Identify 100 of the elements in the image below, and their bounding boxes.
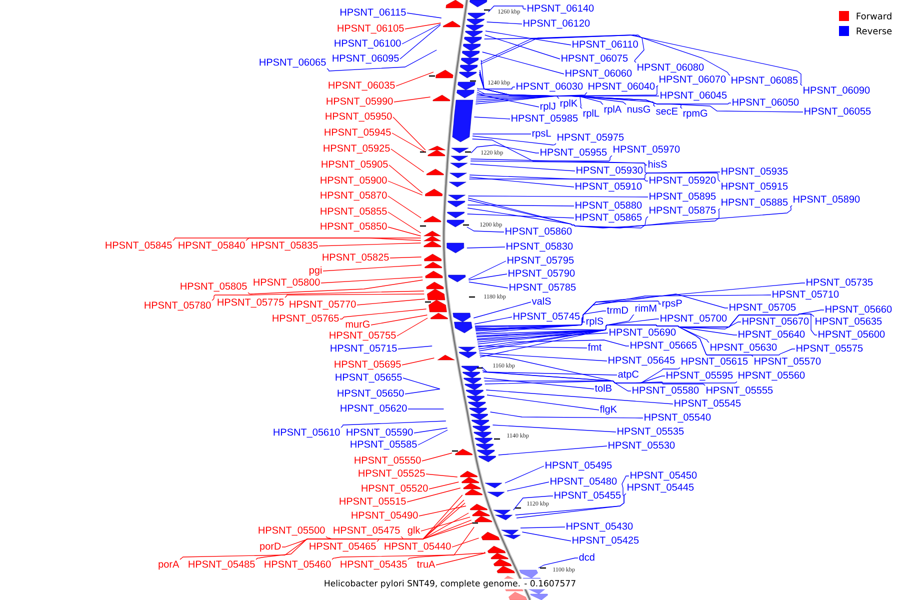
leader-line — [484, 34, 560, 60]
leader-line — [475, 294, 772, 332]
gene-label: HPSNT_06095 — [332, 54, 399, 64]
leader-line — [326, 50, 437, 72]
leader-line — [514, 476, 630, 516]
gene-label: HPSNT_05955 — [540, 148, 607, 158]
gene-label: HPSNT_05975 — [558, 134, 624, 143]
gene-label: HPSNT_05710 — [772, 290, 839, 300]
leader-line — [388, 164, 423, 194]
gene-label: HPSNT_05695 — [334, 360, 401, 370]
gene-label: HPSNT_06115 — [340, 8, 406, 18]
leader-line — [370, 314, 428, 326]
gene-label: HPSNT_05850 — [320, 222, 387, 232]
leader-line — [478, 74, 804, 112]
leader-line — [452, 538, 480, 548]
gene-label: HPSNT_05860 — [506, 228, 572, 237]
gene-label: HPSNT_06035 — [328, 82, 395, 91]
leader-line — [404, 388, 440, 394]
leader-line — [478, 324, 710, 350]
leader-line — [172, 238, 422, 241]
gene-label: HPSNT_06120 — [524, 20, 590, 29]
leader-line — [484, 380, 632, 392]
leader-line — [388, 212, 422, 234]
gene-label: rpmG — [683, 110, 708, 119]
leader-line — [474, 316, 512, 324]
gene-label: rpsL — [532, 130, 551, 139]
leader-line — [402, 24, 441, 44]
leader-line — [477, 324, 738, 342]
gene-label: porA — [158, 560, 180, 570]
leader-line — [490, 412, 644, 418]
leader-line — [326, 502, 466, 540]
leader-line — [468, 196, 648, 198]
leader-line — [468, 172, 720, 182]
leader-line — [248, 280, 424, 294]
leader-line — [400, 24, 441, 60]
gene-label: HPSNT_05535 — [618, 428, 684, 437]
gene-label: nusG — [627, 106, 650, 113]
gene-label: HPSNT_06050 — [732, 98, 799, 108]
gene-label: HPSNT_06080 — [638, 64, 704, 73]
gene-label: HPSNT_05465 — [310, 542, 376, 552]
gene-label: HPSNT_05770 — [290, 300, 356, 310]
leader-line — [318, 242, 422, 246]
leader-line — [475, 282, 806, 330]
leader-line — [478, 340, 630, 348]
gene-label: HPSNT_05950 — [326, 112, 392, 122]
leader-line — [474, 322, 586, 326]
leader-line — [356, 298, 426, 306]
gene-label: atpC — [618, 370, 639, 380]
gene-label: HPSNT_05575 — [796, 344, 863, 354]
leader-line — [468, 260, 506, 280]
gene-label: HPSNT_05735 — [806, 278, 873, 288]
gene-label: rplK — [560, 99, 578, 109]
leader-line — [520, 526, 566, 528]
leader-line — [481, 366, 618, 376]
gene-label: HPSNT_05630 — [710, 344, 777, 353]
legend-label: Forward — [856, 12, 892, 20]
gene-label: HPSNT_05550 — [354, 456, 421, 466]
gene-label: valS — [532, 297, 551, 305]
gene-label: HPSNT_05590 — [346, 428, 413, 438]
leader-line — [538, 558, 578, 568]
leader-line — [436, 552, 486, 566]
leader-line — [212, 290, 424, 301]
leader-line — [282, 500, 464, 548]
leader-line — [475, 96, 682, 109]
gene-label: HPSNT_06065 — [260, 58, 326, 68]
leader-line — [466, 226, 504, 232]
caption: Helicobacter pylori SNT49, complete genome. - 0.1607577 — [322, 578, 578, 590]
gene-label: HPSNT_05875 — [650, 206, 716, 216]
gene-label: HPSNT_05500 — [258, 526, 325, 536]
gene-label: HPSNT_05890 — [794, 196, 860, 205]
gene-label: HPSNT_05425 — [572, 536, 639, 546]
leader-line — [476, 318, 660, 334]
leader-line — [470, 164, 576, 172]
leader-line — [340, 308, 427, 320]
gene-label: HPSNT_05450 — [630, 472, 697, 481]
leader-line — [474, 300, 662, 330]
gene-label: HPSNT_05545 — [674, 400, 741, 409]
gene-label: HPSNT_05745 — [514, 312, 580, 322]
gene-label: HPSNT_05660 — [826, 306, 892, 315]
leader-line — [474, 310, 606, 328]
gene-label: HPSNT_05520 — [362, 484, 428, 494]
leader-line — [394, 96, 431, 102]
gene-label: HPSNT_06060 — [566, 70, 632, 79]
leader-line — [480, 60, 658, 96]
leader-line — [476, 322, 742, 338]
gene-label: HPSNT_05495 — [546, 462, 612, 471]
gene-label: rplA — [604, 105, 622, 115]
gene-label: HPSNT_06055 — [804, 108, 871, 117]
gene-label: HPSNT_05910 — [576, 182, 642, 192]
leader-line — [480, 34, 730, 76]
gene-label: dcd — [579, 553, 594, 561]
gene-label: HPSNT_05925 — [324, 144, 390, 154]
leader-line — [390, 148, 424, 172]
gene-label: HPSNT_05855 — [320, 208, 387, 217]
leader-line — [473, 302, 532, 318]
gene-label: rplS — [586, 317, 604, 327]
leader-line — [376, 520, 472, 542]
gene-label: rimM — [635, 304, 656, 312]
leader-line — [472, 138, 612, 162]
leader-line — [256, 522, 473, 560]
